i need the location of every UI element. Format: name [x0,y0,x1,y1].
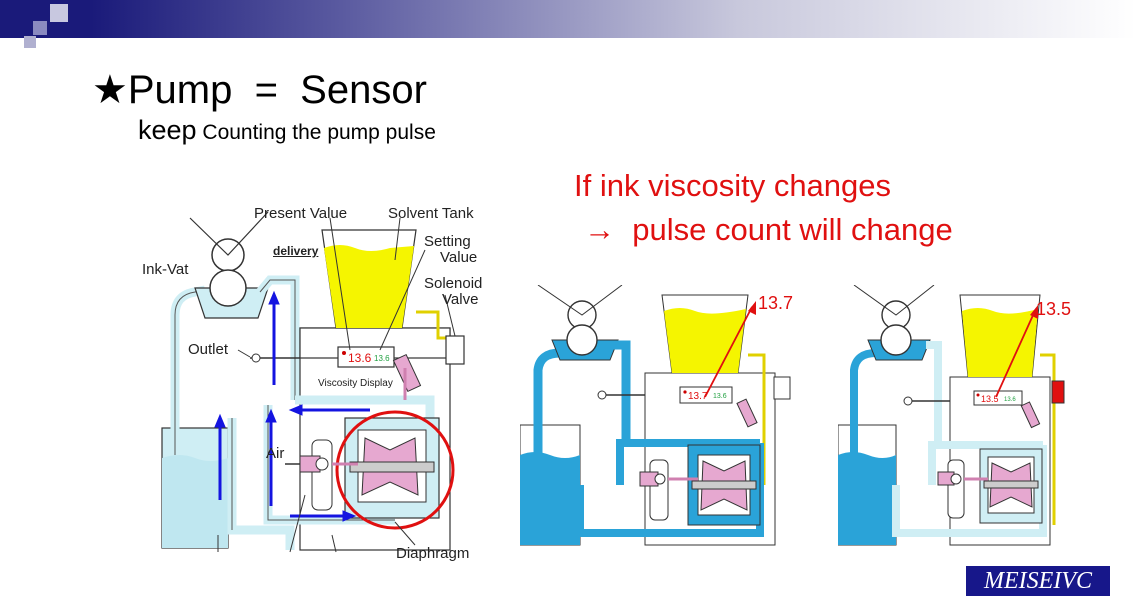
note-line-1: If ink viscosity changes [574,168,892,203]
label-viscosity-display: Viscosity Display [318,378,393,389]
solenoid-valve [445,335,465,365]
pump-highlight-circle [335,410,455,530]
display-present-value: 13.6 [348,351,372,365]
star-icon: ★ [92,68,128,112]
label-solenoid-2: Valve [442,291,479,308]
title-bar [0,0,1136,38]
label-present-value: Present Value [254,205,348,222]
flow-arrows [214,290,370,522]
label-diaphragm: Diaphragm [396,545,470,562]
label-delivery: delivery [273,244,319,258]
label-setting-value-2: Value [440,249,478,266]
viscosity-display [337,346,395,368]
right-callout-value: 13.5 [1036,299,1071,319]
right-pump-diagram: 13.5 13.6 13.5 [838,285,1071,546]
label-ink-vat: Ink-Vat [142,261,189,278]
slide-subtitle: keep Counting the pump pulse [138,115,436,150]
subtitle-rest: Counting the pump pulse [196,121,436,144]
middle-pump-diagram: 13.7 13.6 13.7 [520,285,793,546]
subtitle-keep: keep [138,115,197,145]
left-pump-diagram: 13.6 13.6 [161,211,465,553]
deco-square [24,36,36,48]
label-solvent-tank: Solvent Tank [388,205,474,222]
label-air: Air [266,445,285,462]
middle-display-present: 13.7 [688,391,708,402]
label-setting-value-1: Setting [424,233,471,250]
deco-square [17,12,31,26]
label-outlet: Outlet [188,341,229,358]
note-line-2: → pulse count will change [584,212,953,247]
label-solenoid-1: Solenoid [424,275,483,292]
display-setting-value: 13.6 [374,354,390,363]
title-text: Pump = Sensor [127,68,427,112]
deco-square [33,21,47,35]
middle-callout-value: 13.7 [758,293,793,313]
right-display-present: 13.5 [981,394,999,404]
middle-callout-line [704,306,753,398]
middle-display-setting: 13.6 [713,393,727,400]
right-display-setting: 13.6 [1004,397,1016,403]
slide-title: ★Pump = Sensor [92,70,427,110]
company-logo: MEISEIVC [966,566,1110,596]
deco-square [50,4,68,22]
right-callout-line [995,312,1035,398]
